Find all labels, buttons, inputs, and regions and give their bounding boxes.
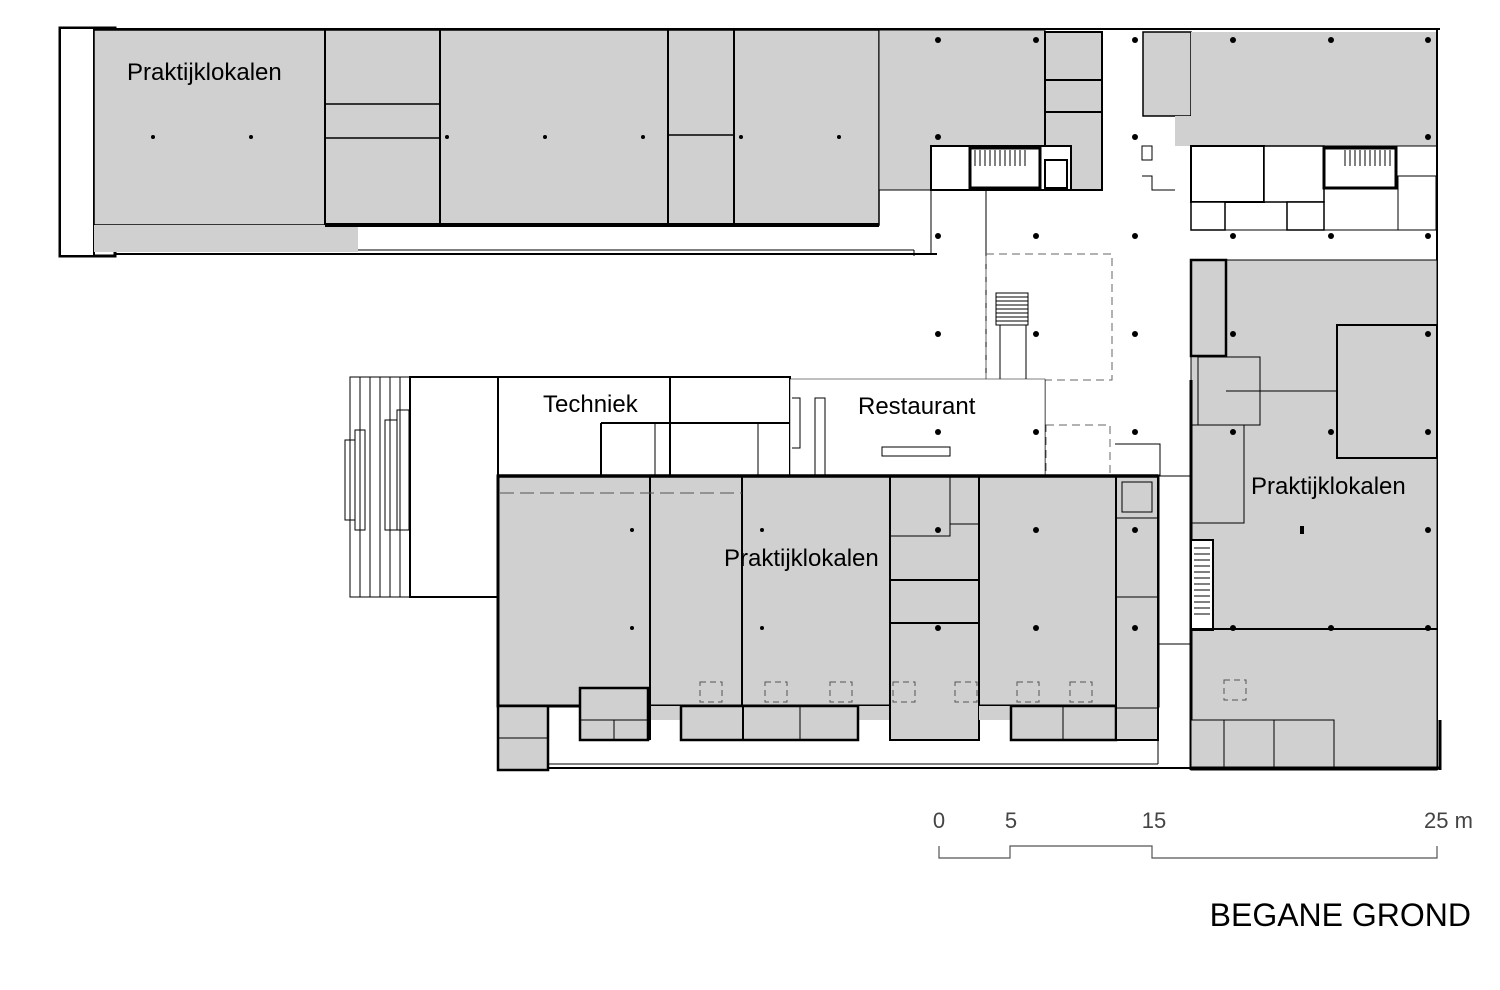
label-techniek: Techniek [543, 391, 639, 418]
scale-bar: 0 5 15 25 m [933, 808, 1473, 859]
label-praktijklokalen-east: Praktijklokalen [1251, 473, 1406, 500]
scale-tick-25: 25 m [1424, 808, 1473, 833]
label-restaurant: Restaurant [858, 393, 976, 420]
label-praktijklokalen-south: Praktijklokalen [724, 545, 879, 572]
scale-tick-0: 0 [933, 808, 945, 833]
east-wing [1158, 258, 1442, 771]
label-praktijklokalen-north: Praktijklokalen [127, 59, 282, 86]
techniek-restaurant-strip [344, 376, 1046, 598]
structural-columns [151, 37, 1431, 631]
scale-tick-15: 15 [1142, 808, 1166, 833]
south-classrooms [496, 474, 1190, 772]
scale-tick-5: 5 [1005, 808, 1017, 833]
north-wing [58, 26, 1440, 770]
floor-title: BEGANE GROND [1210, 897, 1471, 933]
